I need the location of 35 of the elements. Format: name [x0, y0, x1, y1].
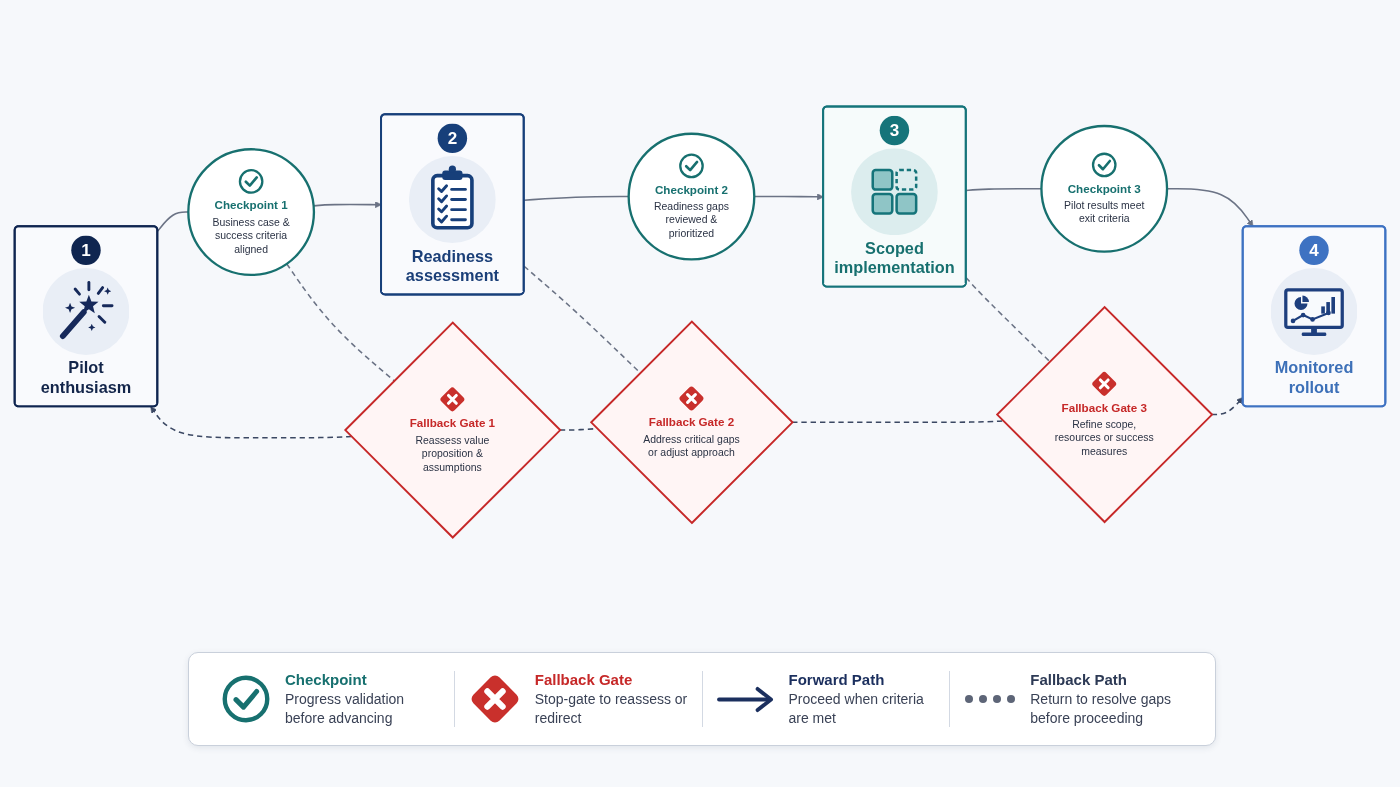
node-circle	[187, 148, 316, 277]
arrow	[1210, 397, 1244, 416]
stage-title: Readiness assessment	[404, 246, 500, 286]
legend-description: Stop-gate to reassess or redirect	[534, 689, 688, 728]
checkpoint-title: Checkpoint 1	[213, 197, 289, 213]
node-diamond	[995, 305, 1214, 524]
stage-title: Monitored rollout	[1273, 358, 1355, 398]
legend-description: Return to resolve gaps before proceeding	[1030, 689, 1173, 728]
node-circle	[627, 132, 756, 261]
connector	[523, 265, 641, 374]
arrow	[150, 406, 353, 439]
gate-title: Fallback Gate 1	[408, 415, 497, 431]
node-diamond	[589, 320, 794, 525]
stage-title: Scoped implementation	[833, 238, 956, 278]
gate-title: Fallback Gate 2	[647, 414, 736, 430]
stage-title: Pilot enthusiasm	[39, 358, 133, 398]
legend-description: Progress validation before advancing	[285, 689, 406, 728]
checkpoint-description: Pilot results meet exit criteria	[1063, 198, 1146, 226]
checkpoint-title: Checkpoint 2	[653, 182, 729, 198]
gate-title: Fallback Gate 3	[1060, 400, 1148, 416]
legend-label: Forward Path	[788, 670, 886, 690]
connector	[965, 276, 1051, 363]
legend-description: Proceed when criteria are met	[788, 689, 925, 728]
legend-label: Fallback Gate	[534, 670, 634, 690]
checkpoint-title: Checkpoint 3	[1066, 181, 1142, 197]
node-diamond	[343, 321, 562, 539]
legend-label: Checkpoint	[285, 670, 368, 690]
legend-label: Fallback Path	[1030, 670, 1128, 690]
connector	[791, 420, 1004, 424]
gate-description: Refine scope, resources or success measures	[1053, 417, 1155, 459]
node-circle	[1040, 124, 1169, 253]
gate-description: Reassess value proposition & assumptions	[414, 433, 491, 474]
gate-description: Address critical gaps or adjust approach	[642, 432, 741, 460]
checkpoint-description: Business case & success criteria aligned	[211, 215, 291, 256]
checkpoint-description: Readiness gaps reviewed & prioritized	[652, 199, 730, 241]
